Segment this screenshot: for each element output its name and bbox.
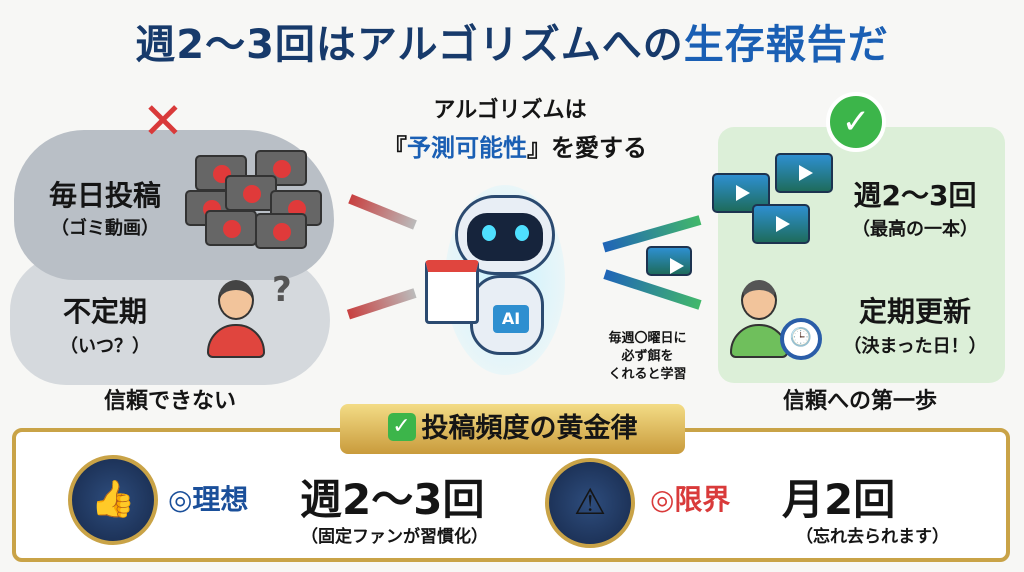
cross-icon: ✕	[142, 92, 184, 150]
title-main: 週2〜3回はアルゴリズムへの	[135, 22, 684, 68]
golden-rule-title: 投稿頻度の黄金律	[421, 413, 638, 444]
daily-posting-sub: （ゴミ動画）	[51, 218, 159, 239]
check-box-icon: ✓	[387, 413, 416, 441]
predictability-highlight: 予測可能性	[407, 134, 527, 162]
note-line2: 必ず餌を	[621, 349, 674, 364]
untrusted-caption: 信頼できない	[103, 389, 236, 414]
ideal-value: 週2〜3回	[300, 475, 485, 524]
note-line3: くれると学習	[608, 367, 687, 382]
weekly-sub: （最高の一本）	[852, 219, 978, 240]
limit-label: ◎限界	[650, 483, 731, 516]
algorithm-line1: アルゴリズムは	[433, 98, 587, 123]
clock-icon: 🕒	[780, 318, 822, 360]
title-highlight: 生存報告だ	[683, 22, 889, 68]
check-icon: ✓	[826, 92, 886, 152]
red-arrow-daily	[348, 194, 417, 230]
confused-person-icon	[205, 280, 265, 360]
happy-person-icon	[728, 280, 788, 360]
limit-sub: （忘れ去られます）	[796, 527, 949, 547]
note-line1: 毎週〇曜日に	[608, 331, 687, 346]
weekly-label: 週2〜3回	[853, 179, 977, 212]
loves-text: 』を愛する	[527, 134, 647, 162]
regular-update-sub: （決まった日！）	[843, 336, 987, 357]
question-mark-icon: ?	[272, 270, 292, 310]
video-icon	[752, 204, 810, 244]
ai-badge: AI	[493, 305, 529, 333]
limit-value: 月2回	[782, 475, 896, 524]
bracket-open: 『	[383, 134, 407, 162]
robot-illustration: AI	[425, 175, 585, 380]
algorithm-line2: 『予測可能性』を愛する	[360, 128, 670, 163]
golden-rule-header: ✓投稿頻度の黄金律	[340, 404, 685, 454]
ideal-sub: （固定ファンが習慣化）	[301, 527, 488, 547]
video-icon	[775, 153, 833, 193]
calendar-icon	[425, 260, 479, 324]
irregular-label: 不定期	[62, 295, 147, 328]
ideal-label: ◎理想	[168, 483, 249, 516]
small-video-icon	[646, 246, 692, 276]
thumbs-up-medal-icon: 👍	[68, 455, 158, 545]
learning-note: 毎週〇曜日に必ず餌をくれると学習	[590, 330, 705, 384]
trust-first-step-caption: 信頼への第一歩	[782, 389, 937, 414]
red-arrow-irregular	[346, 288, 417, 320]
daily-posting-label: 毎日投稿	[48, 179, 161, 212]
page-title: 週2〜3回はアルゴリズムへの生存報告だ	[0, 12, 1024, 70]
warning-medal-icon: ⚠	[545, 458, 635, 548]
junk-video-pile-icon	[185, 145, 325, 255]
irregular-sub: （いつ？）	[60, 336, 150, 357]
regular-update-label: 定期更新	[858, 295, 971, 328]
